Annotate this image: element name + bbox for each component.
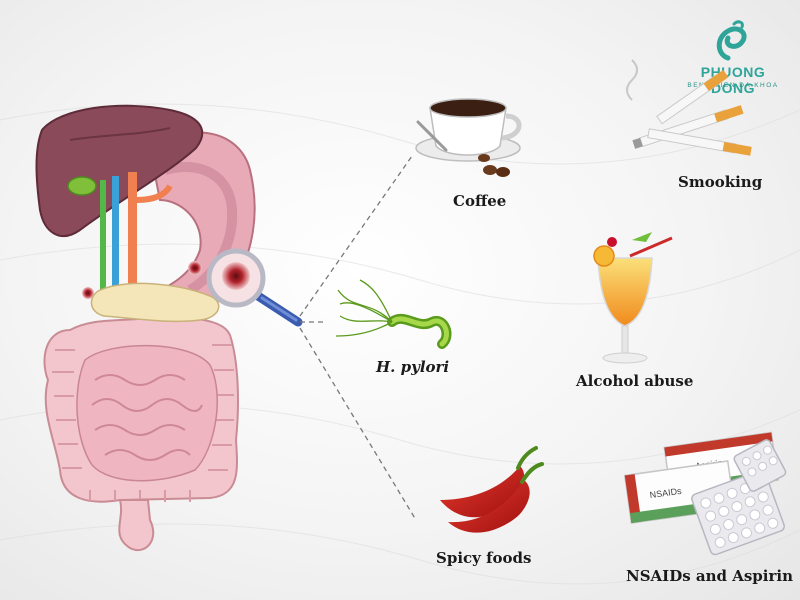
cocktail-glass-icon	[593, 232, 673, 364]
label-coffee: Coffee	[453, 192, 507, 210]
rectum	[118, 499, 155, 551]
label-h-pylori: H. pylori	[376, 358, 450, 376]
magnifier	[206, 248, 303, 327]
digestive-organs	[35, 104, 256, 551]
hospital-logo: PHUONG DONG BENH VIEN DA KHOA	[678, 18, 788, 98]
label-nsaids-aspirin: NSAIDs and Aspirin	[626, 567, 793, 585]
magnified-ulcer	[222, 262, 250, 290]
nsaids-box-label: NSAIDs	[649, 486, 683, 500]
hospital-swirl-logo-icon	[716, 20, 747, 61]
chili-pepper-icon	[440, 446, 544, 533]
label-alcohol-abuse: Alcohol abuse	[576, 372, 694, 390]
label-smoking: Smooking	[678, 173, 763, 191]
medication-boxes-icon: Aspirin NSAIDs	[623, 431, 787, 556]
label-spicy-foods: Spicy foods	[436, 549, 532, 567]
esophagus	[128, 172, 137, 292]
h-pylori-bacterium-icon	[335, 279, 452, 349]
gallbladder	[67, 176, 97, 196]
ulcer-spot	[188, 261, 202, 275]
connector-lines	[299, 155, 417, 521]
logo-subtitle: BENH VIEN DA KHOA	[687, 82, 779, 89]
cigarettes-icon	[626, 59, 752, 156]
ulcer-spot	[82, 287, 94, 299]
blister-pack	[733, 439, 787, 492]
coffee-cup-icon	[415, 98, 522, 177]
pancreas	[90, 282, 220, 323]
